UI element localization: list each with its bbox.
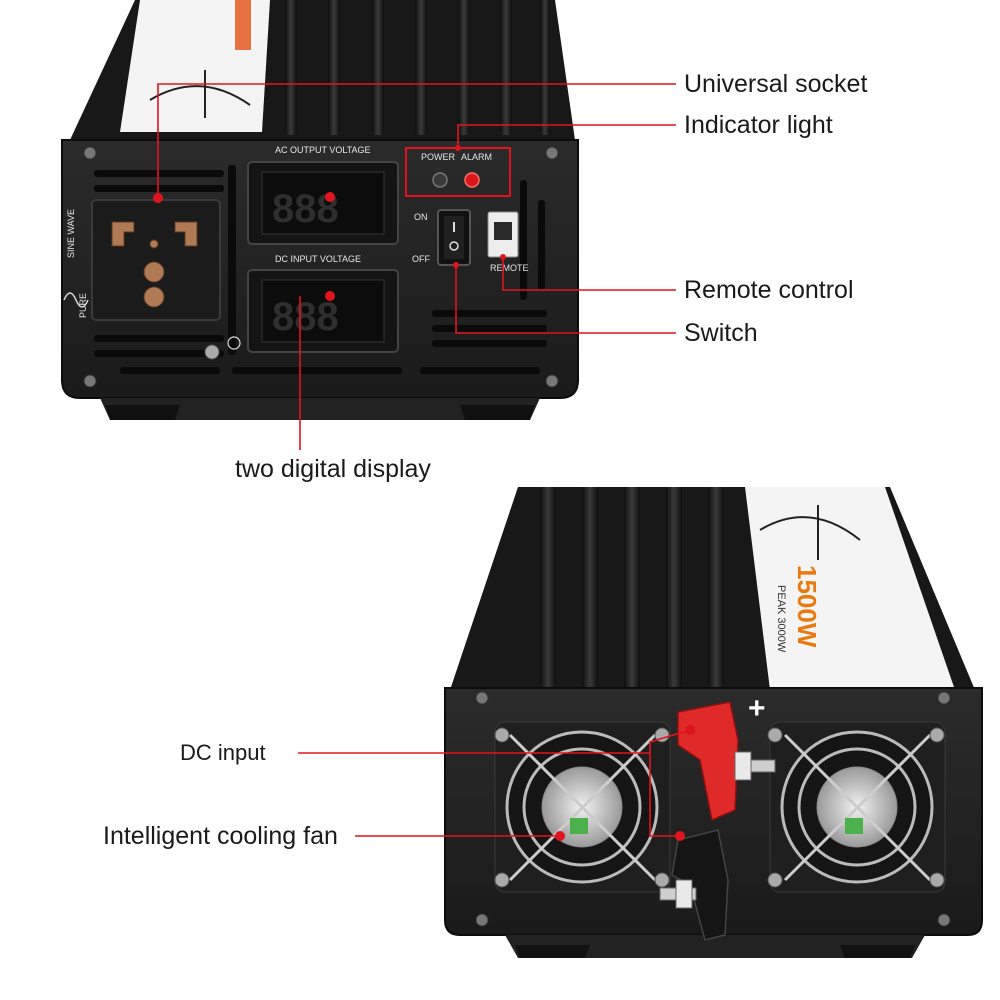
rating-text: 1500W <box>792 565 822 648</box>
front-vents <box>94 165 547 374</box>
callout-two-digital-display: two digital display <box>235 455 431 483</box>
dc-input-voltage-label: DC INPUT VOLTAGE <box>275 254 361 264</box>
peak-text: PEAK 3000W <box>775 585 787 653</box>
remote-label: REMOTE <box>490 263 529 273</box>
power-light <box>432 172 448 188</box>
on-label: ON <box>414 212 428 222</box>
callout-indicator-light: Indicator light <box>684 111 833 139</box>
front-screws <box>83 146 559 388</box>
cooling-fan-right <box>767 721 946 893</box>
power-label: POWER <box>421 152 456 162</box>
alarm-label: ALARM <box>461 152 492 162</box>
callout-intelligent-cooling-fan: Intelligent cooling fan <box>103 822 338 850</box>
alarm-light <box>464 172 480 188</box>
callout-remote-control: Remote control <box>684 276 854 304</box>
svg-text:+: + <box>748 692 766 725</box>
rear-leaders <box>298 729 691 837</box>
front-leaders <box>157 83 676 450</box>
cooling-fan-left <box>494 721 671 893</box>
negative-terminal <box>659 829 729 941</box>
rear-inverter: 1500W PEAK 3000W <box>444 487 983 958</box>
pure-text: PURE <box>78 293 88 318</box>
callout-dc-input: DC input <box>180 740 266 765</box>
svg-text:888: 888 <box>272 295 339 339</box>
callout-universal-socket: Universal socket <box>684 70 868 98</box>
sine-wave-text: SINE WAVE <box>66 209 76 258</box>
off-label: OFF <box>412 254 430 264</box>
front-inverter: PURE SINE WAVE AC OUTPUT VOLTAGE 888 DC … <box>61 0 579 420</box>
rear-label <box>745 487 955 690</box>
callout-switch: Switch <box>684 319 758 347</box>
ac-output-voltage-label: AC OUTPUT VOLTAGE <box>275 145 371 155</box>
